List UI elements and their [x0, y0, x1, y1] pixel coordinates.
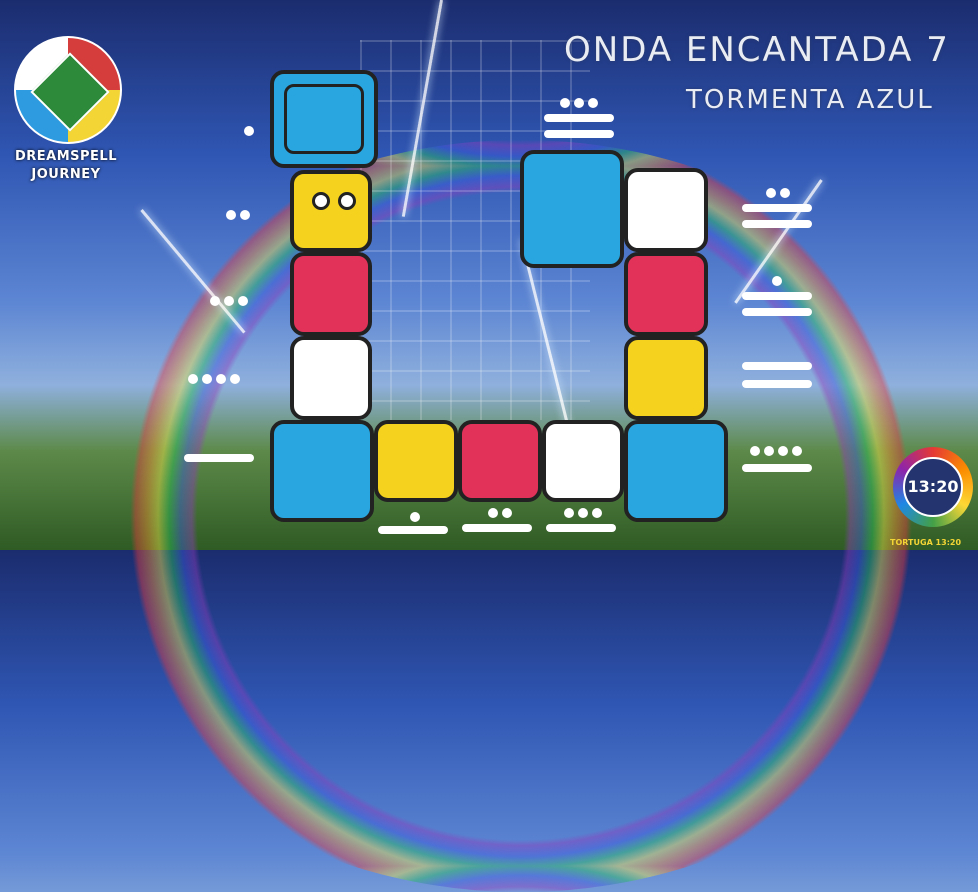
page-title: ONDA ENCANTADA 7 — [564, 30, 950, 70]
glyph-blue-storm — [270, 70, 378, 168]
glyph-face — [284, 84, 364, 154]
logo-line-1: DREAMSPELL — [14, 148, 118, 166]
brand-text: TORTUGA 13:20 — [890, 538, 961, 547]
glyph-white-worldbridger — [290, 336, 372, 420]
glyph-red-earth — [624, 252, 708, 336]
glyph-white-mirror — [624, 168, 708, 252]
clock-inner: 13:20 — [903, 457, 963, 517]
clock-1320-badge[interactable]: 13:20 — [893, 447, 973, 527]
logo-text: DREAMSPELL JOURNEY — [14, 148, 118, 184]
glyph-yellow-star — [374, 420, 458, 502]
glyph-yellow-star-2 — [624, 336, 708, 420]
glyph-red-moon — [458, 420, 542, 502]
spiral-icon — [30, 52, 109, 131]
page-subtitle: TORMENTA AZUL — [686, 85, 934, 115]
glyph-blue-hand — [270, 420, 374, 522]
glyph-blue-storm-end — [520, 150, 624, 268]
clock-text: 13:20 — [905, 477, 961, 496]
glyph-yellow-human — [290, 170, 372, 252]
glyph-white-dog — [542, 420, 624, 502]
logo-line-2: JOURNEY — [14, 166, 118, 184]
dreamspell-logo — [14, 36, 122, 144]
glyph-red-serpent — [290, 252, 372, 336]
glyph-blue-monkey — [624, 420, 728, 522]
